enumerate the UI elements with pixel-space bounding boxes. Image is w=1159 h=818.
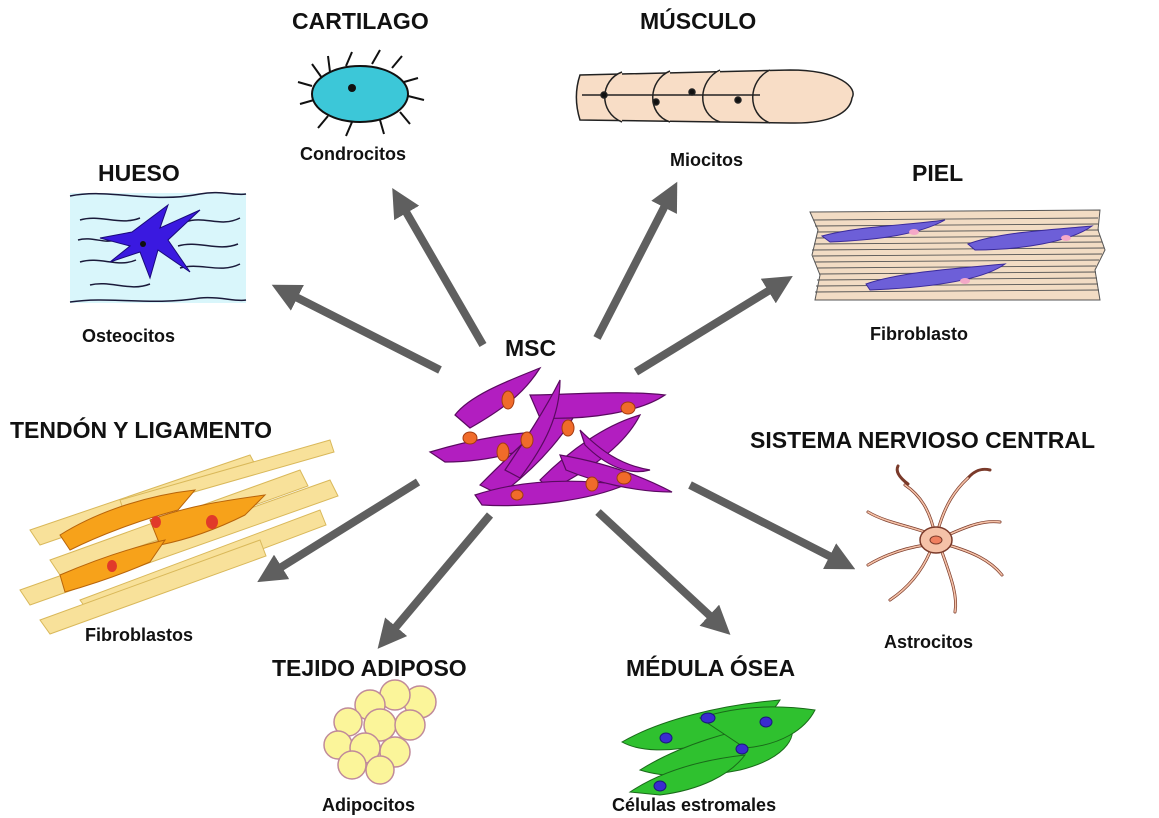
title-snc: SISTEMA NERVIOSO CENTRAL	[750, 427, 1095, 454]
label-miocitos: Miocitos	[670, 150, 743, 171]
osteocyte-illustration	[70, 193, 246, 303]
label-condrocitos: Condrocitos	[300, 144, 406, 165]
arrow-to-piel	[636, 282, 783, 372]
title-musculo: MÚSCULO	[640, 8, 756, 35]
arrow-to-cartilago	[398, 198, 483, 345]
title-adiposo: TEJIDO ADIPOSO	[272, 655, 467, 682]
adipocyte-illustration	[324, 680, 436, 784]
title-piel: PIEL	[912, 160, 963, 187]
label-osteocitos: Osteocitos	[82, 326, 175, 347]
skin-fibroblast-illustration	[810, 210, 1105, 300]
tendon-fibroblast-illustration	[20, 440, 338, 634]
myocyte-illustration	[576, 70, 853, 123]
title-hueso: HUESO	[98, 160, 180, 187]
title-cartilago: CARTILAGO	[292, 8, 429, 35]
arrow-to-medula	[598, 512, 722, 627]
label-astrocitos: Astrocitos	[884, 632, 973, 653]
arrow-to-hueso	[282, 290, 440, 370]
label-fibroblasto: Fibroblasto	[870, 324, 968, 345]
astrocyte-illustration	[868, 466, 1002, 612]
label-fibroblastos: Fibroblastos	[85, 625, 193, 646]
stromal-cell-illustration	[622, 700, 815, 795]
label-celulas-estromales: Células estromales	[612, 795, 776, 816]
arrow-to-snc	[690, 485, 845, 564]
title-tendon: TENDÓN Y LIGAMENTO	[10, 417, 272, 444]
msc-label: MSC	[505, 335, 556, 362]
arrow-to-musculo	[597, 192, 672, 338]
label-adipocitos: Adipocitos	[322, 795, 415, 816]
title-medula: MÉDULA ÓSEA	[626, 655, 795, 682]
chondrocyte-illustration	[298, 50, 424, 136]
arrow-to-adiposo	[385, 515, 490, 640]
